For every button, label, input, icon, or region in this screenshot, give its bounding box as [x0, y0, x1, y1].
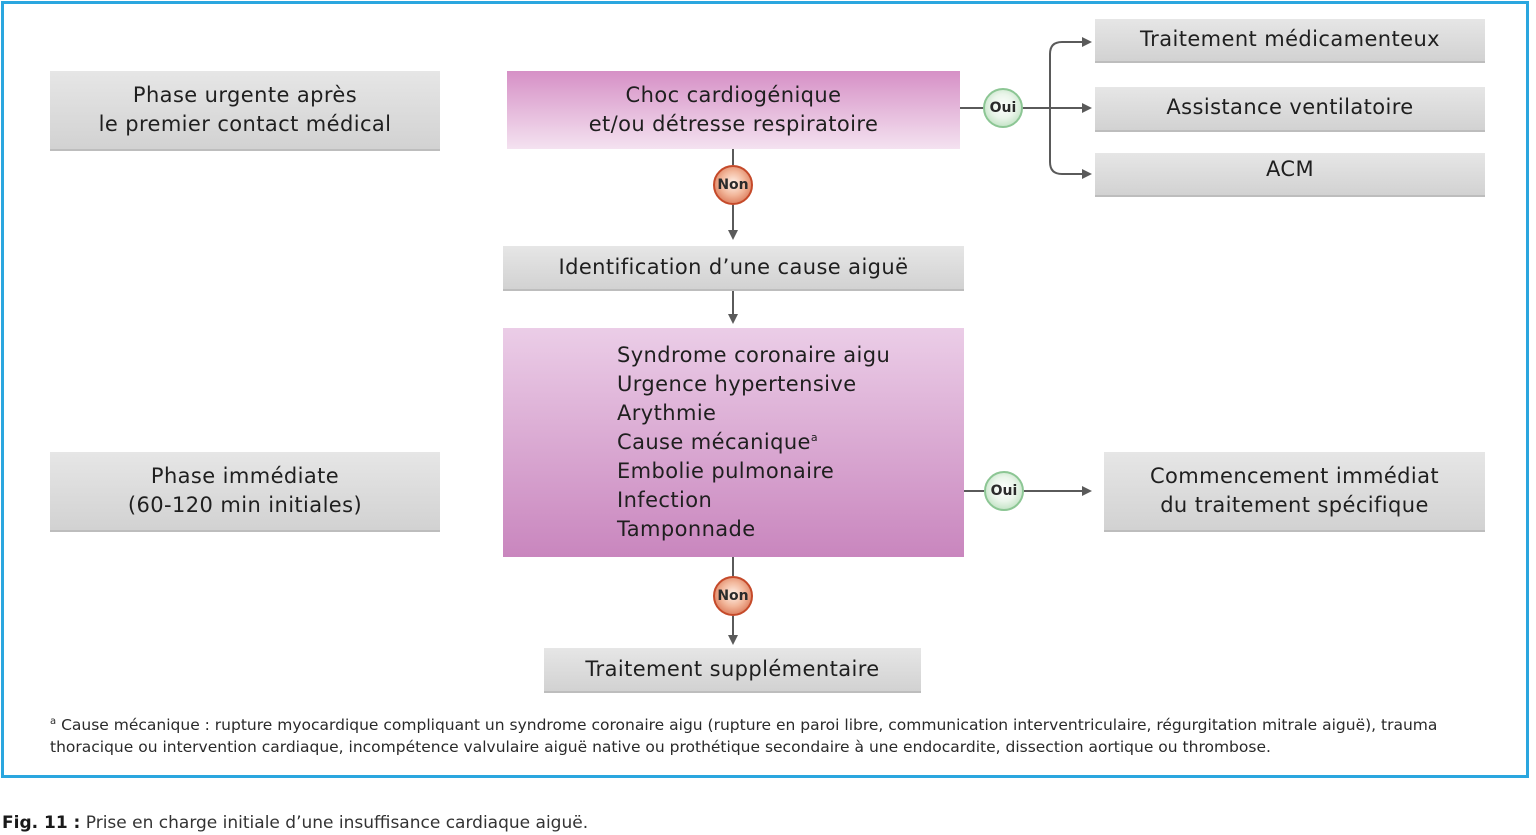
- no-badge-label: Non: [717, 177, 749, 193]
- treatment-label-medication: Traitement médicamenteux: [1140, 27, 1440, 51]
- cause-item: Urgence hypertensive: [617, 372, 857, 396]
- choc-box: Choc cardiogénique et/ou détresse respir…: [507, 71, 960, 149]
- choc-line-2: et/ou détresse respiratoire: [588, 112, 879, 136]
- no-badge-bottom: Non: [713, 576, 753, 616]
- figure-caption: Fig. 11 : Prise en charge initiale d’une…: [2, 813, 588, 833]
- cause-item: Syndrome coronaire aigu: [617, 343, 891, 367]
- diagram-frame: [1, 1, 1529, 778]
- footnote-text: Cause mécanique : rupture myocardique co…: [50, 716, 1438, 757]
- footnote: a Cause mécanique : rupture myocardique …: [50, 711, 1520, 758]
- specific-line-1: Commencement immédiat: [1149, 464, 1440, 488]
- specific-treatment-box: Commencement immédiat du traitement spéc…: [1104, 452, 1485, 532]
- phase-immediate-line-1: Phase immédiate: [150, 464, 340, 488]
- caption-text: Prise en charge initiale d’une insuffisa…: [80, 813, 589, 833]
- cause-item: Tamponnade: [617, 517, 756, 541]
- yes-badge-bottom: Oui: [984, 471, 1024, 511]
- choc-line-1: Choc cardiogénique: [625, 83, 842, 107]
- supplementary-label: Traitement supplémentaire: [585, 657, 880, 681]
- caption-label: Fig. 11 :: [2, 813, 81, 833]
- cause-item: Arythmie: [617, 401, 717, 425]
- treatment-box-medication: Traitement médicamenteux: [1095, 19, 1485, 63]
- phase-urgent-line-2: le premier contact médical: [98, 112, 392, 136]
- yes-badge-label: Oui: [989, 100, 1017, 116]
- treatment-label-ventilation: Assistance ventilatoire: [1166, 95, 1414, 119]
- treatment-box-ventilation: Assistance ventilatoire: [1095, 87, 1485, 132]
- yes-badge-top: Oui: [983, 88, 1023, 128]
- causes-box: Syndrome coronaire aigu Urgence hyperten…: [503, 328, 964, 557]
- phase-urgent-box: Phase urgente après le premier contact m…: [50, 71, 440, 151]
- no-badge-label: Non: [717, 588, 749, 604]
- footnote-marker: a: [50, 716, 57, 727]
- identification-box: Identification d’une cause aiguë: [503, 246, 964, 291]
- footnote-superscript: a: [810, 431, 819, 444]
- cause-item: Cause mécaniquea: [617, 428, 818, 457]
- phase-immediate-line-2: (60-120 min initiales): [127, 493, 363, 517]
- cause-item: Infection: [617, 488, 713, 512]
- specific-line-2: du traitement spécifique: [1160, 493, 1429, 517]
- no-badge-top: Non: [713, 165, 753, 205]
- treatment-label-acm: ACM: [1266, 157, 1314, 181]
- cause-item: Embolie pulmonaire: [617, 459, 835, 483]
- cause-mecanique-label: Cause mécanique: [617, 430, 811, 454]
- phase-immediate-box: Phase immédiate (60-120 min initiales): [50, 452, 440, 532]
- treatment-box-acm: ACM: [1095, 153, 1485, 197]
- yes-badge-label: Oui: [990, 483, 1018, 499]
- phase-urgent-line-1: Phase urgente après: [132, 83, 358, 107]
- identification-label: Identification d’une cause aiguë: [558, 255, 909, 279]
- supplementary-box: Traitement supplémentaire: [544, 648, 921, 693]
